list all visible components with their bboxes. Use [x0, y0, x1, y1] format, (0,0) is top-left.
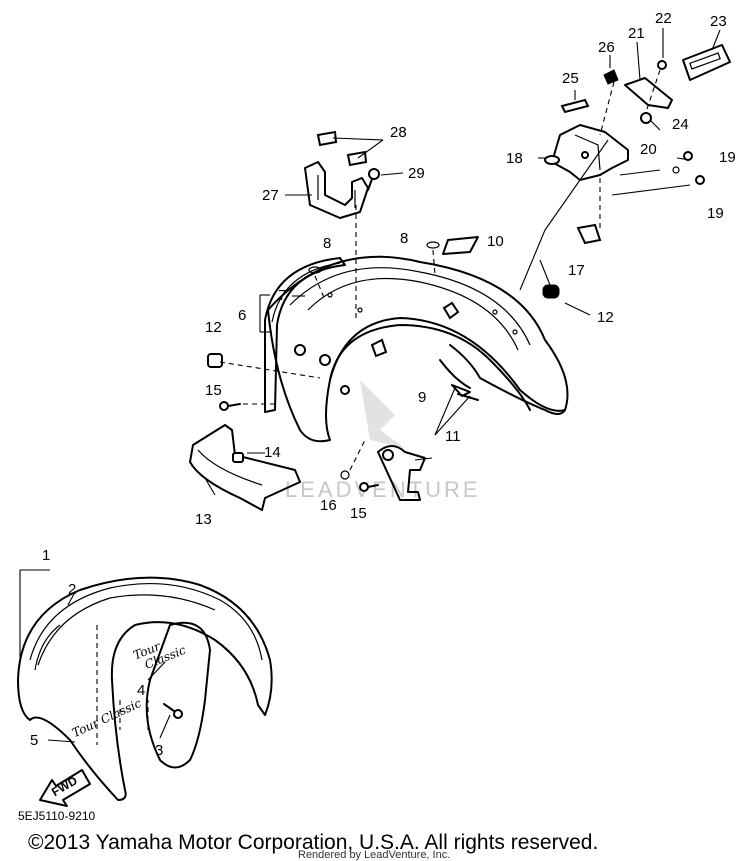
bracket-11: [377, 445, 426, 501]
plate-23: [682, 44, 731, 81]
fender-trim: [264, 257, 346, 413]
bolt-15-right: [359, 482, 379, 492]
copyright-text: ©2013 Yamaha Motor Corporation, U.S.A. A…: [28, 831, 598, 854]
callout-leaders: [204, 28, 721, 496]
assembly-lines: [219, 69, 691, 471]
callout-12-left: 12: [205, 319, 222, 336]
callout-22: 22: [655, 10, 672, 27]
washer-8-right: [426, 241, 440, 249]
front-fender-leaders: [19, 569, 171, 745]
callout-24: 24: [672, 116, 689, 133]
nut-24: [640, 112, 652, 124]
callout-8-left: 8: [323, 235, 331, 252]
callout-23: 23: [710, 13, 727, 30]
callout-19-lower: 19: [707, 205, 724, 222]
nut-22: [657, 60, 667, 70]
plate-21: [624, 77, 673, 109]
bracket-27: [304, 161, 369, 219]
washer-20: [672, 166, 680, 174]
callout-20: 20: [640, 141, 657, 158]
grommet-12-right: [542, 284, 560, 299]
callout-8-right: 8: [400, 230, 408, 247]
license-bracket-18: [544, 124, 629, 181]
callout-19-upper: 19: [719, 149, 736, 166]
pad-10: [442, 236, 479, 255]
callout-29: 29: [408, 165, 425, 182]
callout-10: 10: [487, 233, 504, 250]
callout-14: 14: [264, 444, 281, 461]
bolt-15-left: [219, 401, 241, 411]
bolt-29: [367, 168, 380, 191]
pad-28-a: [316, 130, 338, 147]
rear-fender: [267, 255, 569, 443]
side-emblem-text: Tour Classic: [70, 696, 144, 740]
callout-15-left: 15: [205, 382, 222, 399]
emblem-5: Tour Classic: [70, 696, 144, 740]
callout-12-right: 12: [597, 309, 614, 326]
clip-17: [576, 223, 602, 245]
callout-21: 21: [628, 25, 645, 42]
plate-23-inner: [689, 52, 721, 70]
callout-1: 1: [42, 547, 50, 564]
rear-lower-panel: [189, 424, 301, 511]
callout-9: 9: [418, 389, 426, 406]
callout-4: 4: [137, 682, 145, 699]
damper-9: [451, 384, 479, 401]
callout-labels: 1 2 3 4 5 6 7 8 8 9 10 11 12 12 13 14 15…: [30, 10, 736, 759]
washer-16: [340, 470, 350, 480]
cap-26: [603, 69, 619, 85]
spacer-25: [560, 98, 590, 114]
grommet-12-left: [207, 353, 223, 368]
screw-3: [163, 703, 183, 719]
callout-13: 13: [195, 511, 212, 528]
callout-15-right: 15: [350, 505, 367, 522]
callout-27: 27: [262, 187, 279, 204]
callout-6: 6: [238, 307, 246, 324]
callout-26: 26: [598, 39, 615, 56]
front-fender: [17, 576, 273, 801]
rendered-by-text: Rendered by LeadVenture, Inc.: [298, 849, 450, 861]
callout-2: 2: [68, 581, 76, 598]
callout-3: 3: [155, 742, 163, 759]
callout-18: 18: [506, 150, 523, 167]
diagram-code: 5EJ5110-9210: [18, 809, 96, 823]
callout-28: 28: [390, 124, 407, 141]
callout-16: 16: [320, 497, 337, 514]
callout-11: 11: [445, 428, 461, 445]
clip-14: [232, 452, 244, 463]
callout-17: 17: [568, 262, 585, 279]
watermark-text: LEADVENTURE: [285, 477, 481, 502]
callout-7: 7: [278, 287, 286, 304]
fwd-label: FWD: [49, 773, 80, 799]
callout-25: 25: [562, 70, 579, 87]
washer-8-left: [308, 266, 322, 274]
fwd-arrow-icon: FWD: [39, 769, 91, 807]
callout-5: 5: [30, 732, 38, 749]
bolt-19-lower: [695, 175, 705, 185]
watermark: LEADVENTURE: [285, 380, 481, 502]
